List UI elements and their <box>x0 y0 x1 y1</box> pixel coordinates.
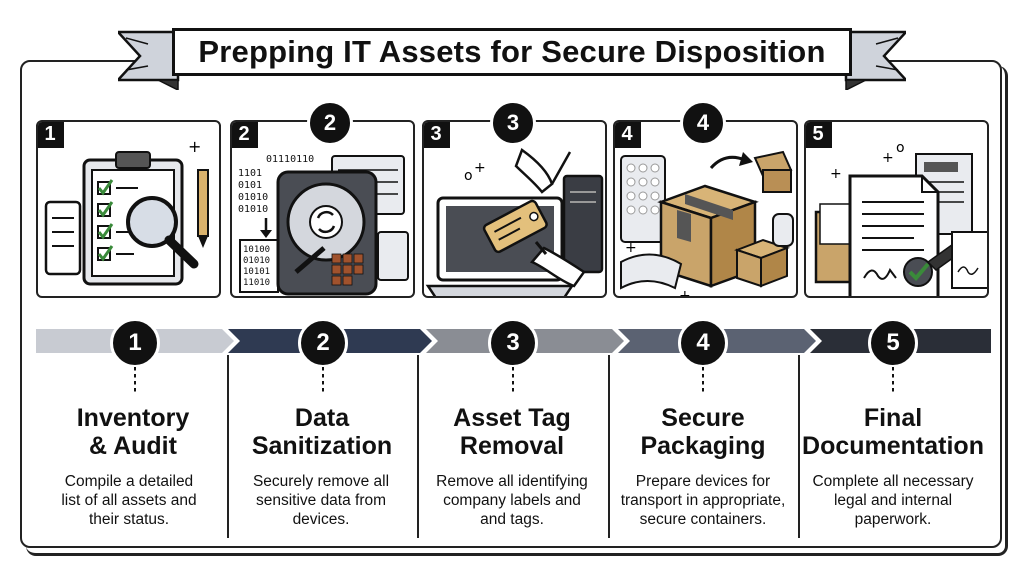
svg-text:+: + <box>474 160 486 176</box>
svg-text:+: + <box>882 150 894 166</box>
step-title-line: Inventory <box>76 404 190 432</box>
title-box: Prepping IT Assets for Secure Dispositio… <box>172 28 852 76</box>
signed-document-icon: + o + <box>814 140 987 296</box>
step-badge-top: 2 <box>307 100 353 146</box>
step-description: Remove all identifying company labels an… <box>417 472 607 529</box>
binary-line: 01010 <box>238 204 268 215</box>
step-badge: 2 <box>298 318 348 368</box>
step-title: Asset Tag Removal <box>417 404 607 460</box>
svg-text:+: + <box>188 137 201 156</box>
step-description-line: and tags. <box>480 511 544 528</box>
binary-line: 01010 <box>243 256 270 266</box>
step-description-line: Remove all identifying <box>436 473 588 490</box>
cardboard-box-icon: + + <box>620 150 794 298</box>
step-badge: 3 <box>488 318 538 368</box>
step-title-line: Asset Tag <box>453 404 571 432</box>
step-badge-top: 3 <box>490 100 536 146</box>
laptop-tag-icon: o + <box>425 148 604 296</box>
svg-text:o: o <box>464 168 473 184</box>
title-ribbon <box>118 30 906 90</box>
step-title-line: Secure <box>661 404 745 432</box>
dotted-connector <box>322 367 324 395</box>
column-divider <box>417 355 419 538</box>
step-title-line: Data <box>294 404 350 432</box>
panel-number: 4 <box>615 122 641 148</box>
binary-line: 10101 <box>243 267 270 277</box>
step-title-line: Sanitization <box>251 432 393 460</box>
step-title-line: Removal <box>459 432 565 460</box>
column-divider <box>227 355 229 538</box>
step-description-line: devices. <box>292 511 350 528</box>
step-description-line: their status. <box>88 511 170 528</box>
step-description-line: Securely remove all <box>252 473 390 490</box>
binary-line: 10100 <box>243 245 270 255</box>
step-title: Data Sanitization <box>227 404 417 460</box>
step-badge: 5 <box>868 318 918 368</box>
panel-step-4: 4 + + <box>613 120 798 298</box>
svg-text:+: + <box>679 288 691 298</box>
column-divider <box>798 355 800 538</box>
panel-step-3: 3 o + <box>422 120 607 298</box>
step-description-line: legal and internal <box>833 492 953 509</box>
step-description-line: paperwork. <box>854 511 932 528</box>
binary-line: 1101 <box>238 168 262 179</box>
binary-line: 01110110 <box>266 154 314 165</box>
step-description-line: transport in appropriate, <box>620 492 786 509</box>
step-title-line: Documentation <box>802 432 984 460</box>
dotted-connector <box>134 367 136 395</box>
binary-line: 0101 <box>238 180 262 191</box>
step-badge: 1 <box>110 318 160 368</box>
panel-number: 2 <box>232 122 258 148</box>
step-title: Inventory & Audit <box>38 404 228 460</box>
step-badge: 4 <box>678 318 728 368</box>
step-title: Final Documentation <box>798 404 988 460</box>
column-divider <box>608 355 610 538</box>
dotted-connector <box>512 367 514 395</box>
step-description-line: Prepare devices for <box>635 473 771 490</box>
panel-step-2: 2 01110110 1101 0101 01010 01010 10100 0… <box>230 120 415 298</box>
panel-number: 1 <box>38 122 64 148</box>
svg-text:+: + <box>830 166 842 182</box>
binary-line: 11010 <box>243 278 270 288</box>
hard-drive-wipe-icon: 01110110 1101 0101 01010 01010 10100 010… <box>238 154 409 296</box>
binary-line: 01010 <box>238 192 268 203</box>
page-title: Prepping IT Assets for Secure Dispositio… <box>198 34 826 69</box>
step-description: Securely remove all sensitive data from … <box>226 472 416 529</box>
step-description-line: Complete all necessary <box>812 473 974 490</box>
step-description: Prepare devices for transport in appropr… <box>608 472 798 529</box>
step-description: Complete all necessary legal and interna… <box>798 472 988 529</box>
step-description: Compile a detailed list of all assets an… <box>34 472 224 529</box>
step-description-line: Compile a detailed <box>64 473 194 490</box>
svg-text:o: o <box>896 140 905 156</box>
step-title: Secure Packaging <box>608 404 798 460</box>
panel-step-5: 5 + o + <box>804 120 989 298</box>
step-description-line: sensitive data from <box>255 492 387 509</box>
frame-shadow <box>26 66 1008 556</box>
step-title-line: & Audit <box>89 432 177 460</box>
panel-number: 3 <box>424 122 450 148</box>
panel-number: 5 <box>806 122 832 148</box>
step-badge-top: 4 <box>680 100 726 146</box>
dotted-connector <box>892 367 894 395</box>
clipboard-magnifier-icon: + <box>44 137 209 286</box>
step-description-line: company labels and <box>443 492 581 509</box>
step-description-line: list of all assets and <box>61 492 197 509</box>
step-title-line: Final <box>863 404 923 432</box>
dotted-connector <box>702 367 704 395</box>
step-title-line: Packaging <box>640 432 766 460</box>
step-description-line: secure containers. <box>639 511 767 528</box>
svg-text:+: + <box>625 240 637 256</box>
panel-step-1: 1 + <box>36 120 221 298</box>
